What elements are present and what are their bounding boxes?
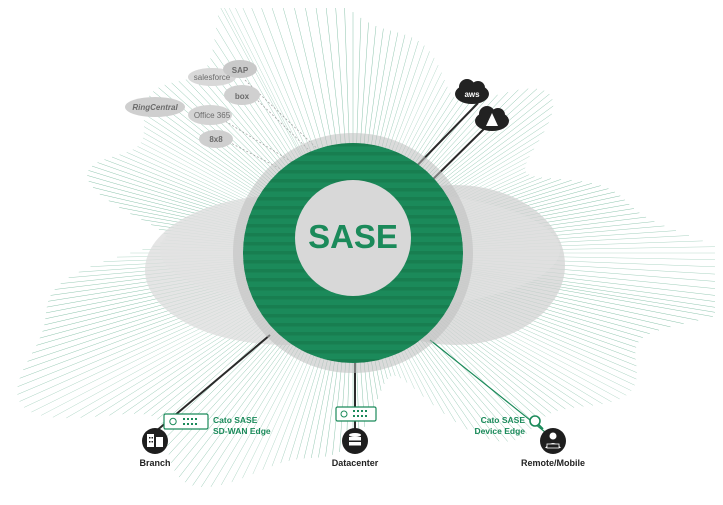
- svg-text:RingCentral: RingCentral: [132, 103, 178, 112]
- svg-text:box: box: [235, 92, 250, 101]
- center-label: SASE: [308, 218, 398, 255]
- sdwan-label-line2: SD-WAN Edge: [213, 426, 271, 436]
- datacenter-icon: [342, 428, 368, 454]
- remote-user-icon: [540, 428, 566, 454]
- remote-link: [429, 339, 546, 433]
- svg-text:SAP: SAP: [232, 66, 249, 75]
- saas-cloud-box: box: [224, 85, 260, 105]
- aws-icon: aws: [455, 79, 489, 104]
- azure-icon: [475, 106, 509, 131]
- datacenter-label: Datacenter: [332, 458, 379, 468]
- sase-core: [295, 180, 411, 296]
- svg-text:8x8: 8x8: [209, 135, 223, 144]
- saas-cloud-salesforce: salesforce: [188, 68, 236, 86]
- device-edge-label-line1: Cato SASE: [481, 415, 526, 425]
- branch-label: Branch: [139, 458, 170, 468]
- svg-text:Office 365: Office 365: [194, 111, 231, 120]
- sdwan-edge-device: [163, 413, 209, 430]
- saas-cloud-ringcentral: RingCentral: [125, 97, 185, 117]
- remote-label: Remote/Mobile: [521, 458, 585, 468]
- sdwan-label-line1: Cato SASE: [213, 415, 258, 425]
- device-edge-label-line2: Device Edge: [474, 426, 525, 436]
- svg-text:salesforce: salesforce: [194, 73, 231, 82]
- datacenter-edge-device: [335, 406, 377, 422]
- svg-text:aws: aws: [464, 90, 480, 99]
- saas-cloud-office365: Office 365: [188, 105, 232, 125]
- saas-cloud-sap: SAP: [223, 60, 257, 78]
- device-edge-search-icon: [529, 415, 544, 430]
- saas-cloud-8x8: 8x8: [199, 130, 233, 148]
- branch-icon: [142, 428, 168, 454]
